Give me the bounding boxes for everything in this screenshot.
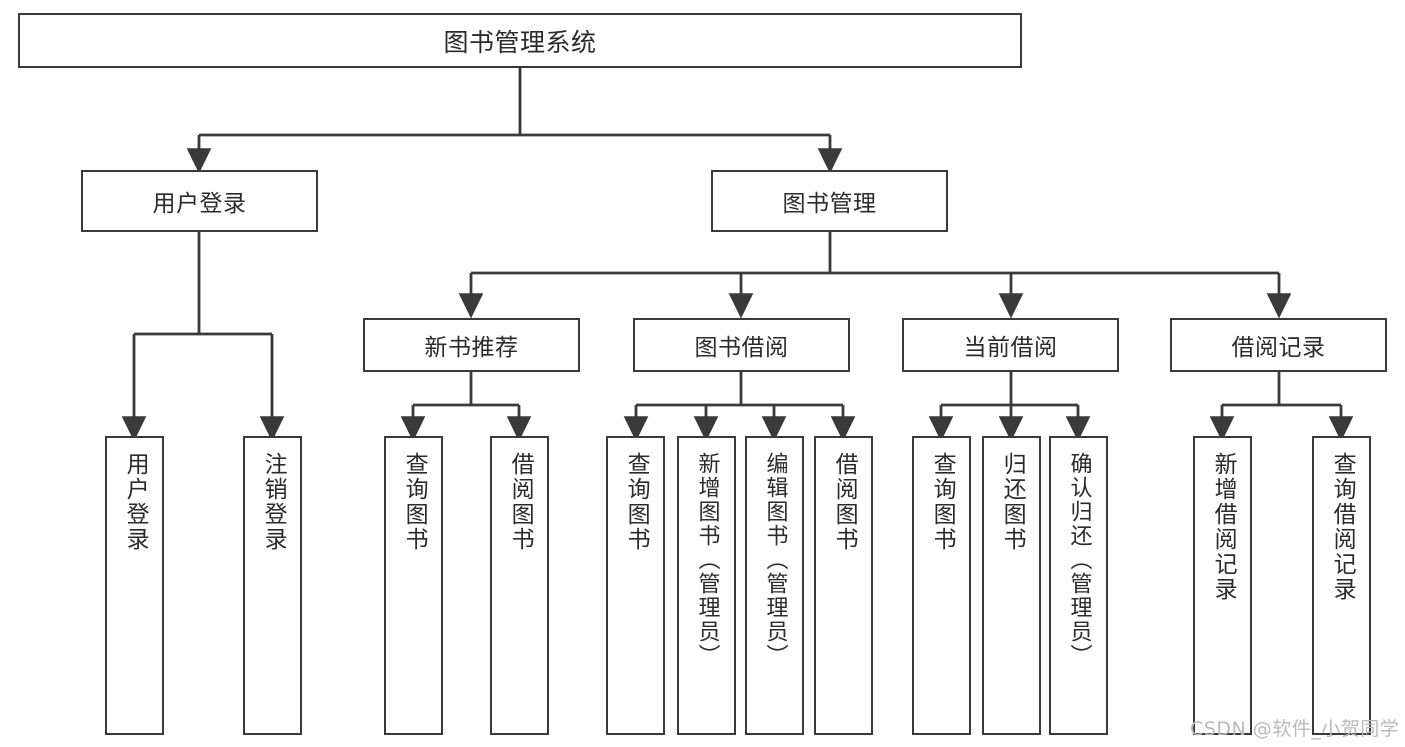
leaf-borrow-record-add[interactable]: 新增借阅记录 (1193, 436, 1252, 735)
node-root-system[interactable]: 图书管理系统 (18, 13, 1022, 68)
leaf-label: 查询图书 (929, 452, 956, 552)
leaf-book-borrow-add[interactable]: 新增图书（管理员） (677, 436, 736, 735)
leaf-label: 借阅图书 (507, 452, 534, 552)
leaf-borrow-record-query[interactable]: 查询借阅记录 (1312, 436, 1371, 735)
leaf-label: 确认归还（管理员） (1066, 452, 1092, 668)
leaf-label: 借阅图书 (831, 452, 858, 552)
node-label: 图书管理 (782, 191, 877, 217)
leaf-label: 编辑图书（管理员） (762, 452, 788, 668)
node-label: 图书借阅 (694, 335, 789, 361)
node-book-borrow[interactable]: 图书借阅 (633, 318, 850, 372)
leaf-book-borrow-borrow[interactable]: 借阅图书 (814, 436, 873, 735)
node-label: 当前借阅 (963, 335, 1058, 361)
node-label: 借阅记录 (1231, 335, 1326, 361)
node-label: 用户登录 (152, 191, 247, 217)
leaf-label: 查询图书 (623, 452, 650, 552)
leaf-label: 查询图书 (401, 452, 428, 552)
leaf-label: 注销登录 (260, 452, 287, 552)
node-current-borrow[interactable]: 当前借阅 (902, 318, 1119, 372)
leaf-book-borrow-edit[interactable]: 编辑图书（管理员） (745, 436, 804, 735)
leaf-label: 归还图书 (999, 452, 1026, 552)
leaf-user-login-logout[interactable]: 注销登录 (243, 436, 302, 735)
leaf-label: 新增借阅记录 (1210, 452, 1237, 602)
leaf-label: 新增图书（管理员） (694, 452, 720, 668)
node-book-management[interactable]: 图书管理 (711, 170, 948, 232)
leaf-new-book-borrow[interactable]: 借阅图书 (490, 436, 549, 735)
node-new-book-recommend[interactable]: 新书推荐 (363, 318, 580, 372)
node-borrow-record[interactable]: 借阅记录 (1170, 318, 1387, 372)
node-label: 新书推荐 (424, 335, 519, 361)
leaf-current-borrow-query[interactable]: 查询图书 (912, 436, 971, 735)
leaf-label: 查询借阅记录 (1329, 452, 1356, 602)
leaf-label: 用户登录 (122, 452, 149, 552)
leaf-new-book-query[interactable]: 查询图书 (384, 436, 443, 735)
node-label: 图书管理系统 (443, 27, 597, 57)
leaf-current-borrow-confirm-return[interactable]: 确认归还（管理员） (1049, 436, 1108, 735)
node-user-login[interactable]: 用户登录 (81, 170, 318, 232)
leaf-current-borrow-return[interactable]: 归还图书 (982, 436, 1041, 735)
leaf-user-login-login[interactable]: 用户登录 (105, 436, 164, 735)
leaf-book-borrow-query[interactable]: 查询图书 (606, 436, 665, 735)
